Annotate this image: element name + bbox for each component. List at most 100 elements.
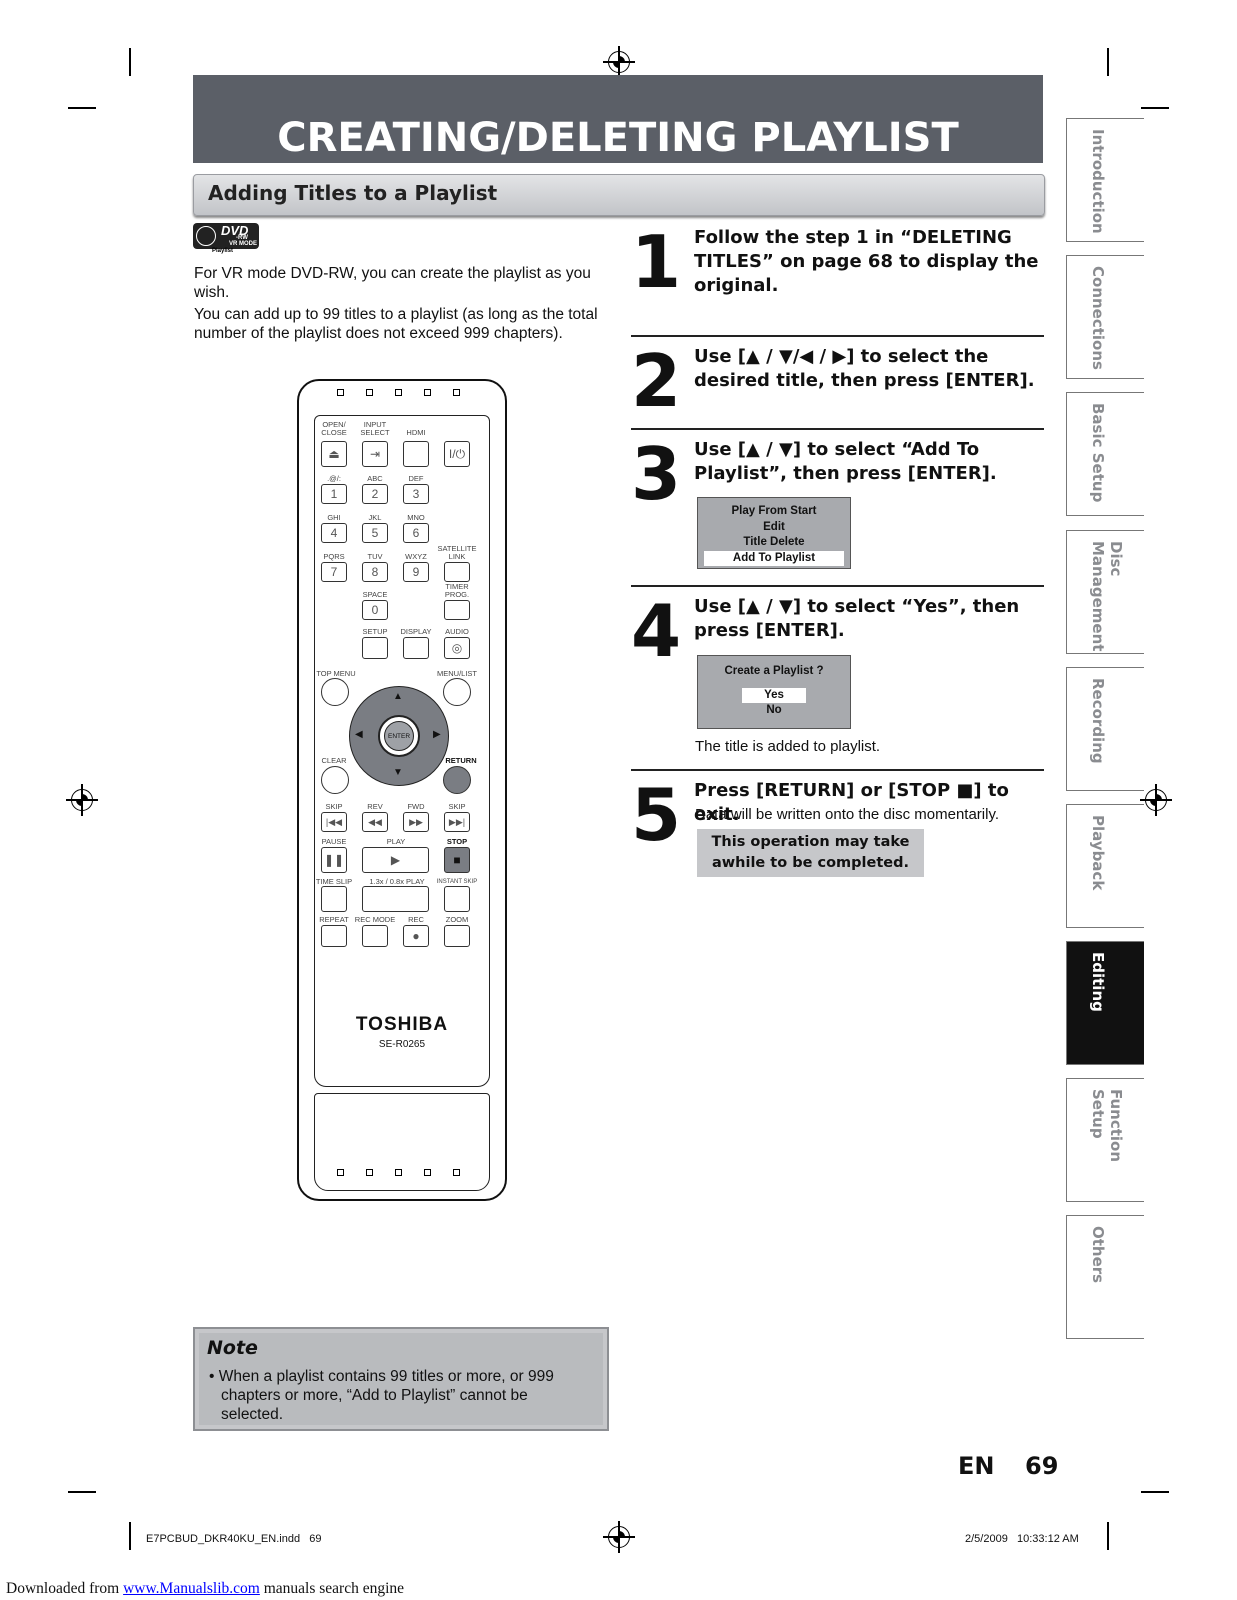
tab-basic-setup[interactable]: Basic Setup: [1066, 392, 1144, 516]
time-slip-button: [321, 886, 347, 912]
note-box: Note • When a playlist contains 99 title…: [193, 1327, 609, 1431]
remote-label: SATELLITE LINK: [437, 544, 477, 561]
digit-button: 9: [403, 562, 429, 582]
remote-label: 1.3x / 0.8x PLAY: [369, 877, 425, 886]
step-divider: [631, 428, 1044, 430]
arrow-left-icon: ◀: [355, 729, 363, 740]
step-divider: [631, 769, 1044, 771]
instant-skip-button: [444, 886, 470, 912]
tab-disc-management[interactable]: Disc Management: [1066, 530, 1144, 654]
tab-playback[interactable]: Playback: [1066, 804, 1144, 928]
arrow-down-icon: ▼: [393, 767, 403, 778]
rec-mode-button: [362, 925, 388, 947]
tab-function-setup[interactable]: Function Setup: [1066, 1078, 1144, 1202]
ir-window: [424, 389, 431, 396]
create-playlist-dialog: Create a Playlist ? Yes No: [697, 655, 851, 729]
tab-editing[interactable]: Editing: [1066, 941, 1144, 1065]
file-info: E7PCBUD_DKR40KU_EN.indd 69: [146, 1533, 322, 1545]
digit-button: 0: [362, 600, 388, 620]
ir-window: [395, 1169, 402, 1176]
display-button: [403, 637, 429, 659]
remote-label: WXYZ: [405, 552, 427, 561]
remote-label: REV: [367, 802, 383, 811]
crop-mark: [1107, 1522, 1109, 1550]
digit-button: 1: [321, 484, 347, 504]
setup-button: [362, 637, 388, 659]
remote-label: SPACE: [362, 590, 388, 599]
remote-label: INPUT SELECT: [360, 420, 390, 437]
remote-control-illustration: OPEN/ CLOSE INPUT SELECT HDMI ⏏ ⇥ I/⏻ .@…: [297, 379, 507, 1201]
digit-button: 2: [362, 484, 388, 504]
download-prefix: Downloaded from: [6, 1580, 124, 1597]
remote-label: HDMI: [406, 428, 426, 437]
remote-label: TIMER PROG.: [444, 582, 470, 599]
ir-window: [453, 1169, 460, 1176]
tab-connections[interactable]: Connections: [1066, 255, 1144, 379]
step-text: Use [▲ / ▼] to select “Yes”, then press …: [694, 596, 1020, 641]
step-text: Use [▲ / ▼/◀ / ▶] to select the desired …: [694, 346, 1035, 391]
top-menu-button: [321, 678, 349, 706]
skip-back-icon: |◀◀: [321, 812, 347, 832]
zoom-button: [444, 925, 470, 947]
audio-icon: ◎: [444, 637, 470, 659]
badge-vr-mode-text: VR MODE: [229, 241, 258, 247]
remote-label: TUV: [367, 552, 383, 561]
arrow-up-icon: ▲: [393, 691, 403, 702]
play-speed-button: [362, 886, 429, 912]
badge-rw-text: -RW: [236, 235, 248, 241]
step-number: 4: [631, 589, 682, 673]
satellite-link-button: [444, 562, 470, 582]
remote-label: RETURN: [445, 756, 477, 765]
remote-label: SETUP: [362, 627, 388, 636]
step-number: 1: [631, 220, 682, 304]
menu-item: Title Delete: [743, 536, 805, 548]
menu-item: Edit: [763, 520, 785, 533]
remote-label: FWD: [407, 802, 425, 811]
digit-button: 4: [321, 523, 347, 543]
record-icon: ●: [403, 925, 429, 947]
remote-label: CLEAR: [321, 756, 347, 765]
crop-mark: [129, 48, 131, 76]
remote-label: DEF: [408, 474, 424, 483]
crop-mark: [129, 1522, 131, 1550]
tab-introduction[interactable]: Introduction: [1066, 118, 1144, 242]
remote-label: REC MODE: [354, 915, 396, 924]
tab-others[interactable]: Others: [1066, 1215, 1144, 1339]
tab-recording[interactable]: Recording: [1066, 667, 1144, 791]
disc-icon: [196, 226, 216, 246]
download-suffix: manuals search engine: [259, 1580, 405, 1597]
repeat-button: [321, 925, 347, 947]
registration-mark-icon: [603, 46, 635, 78]
arrow-right-icon: ▶: [433, 729, 441, 740]
direction-pad: ▲ ▼ ◀ ▶ ENTER: [349, 686, 449, 786]
digit-button: 3: [403, 484, 429, 504]
step-number: 3: [631, 432, 682, 516]
ir-window: [424, 1169, 431, 1176]
section-header: Adding Titles to a Playlist: [193, 174, 1045, 216]
tip-line: awhile to be completed.: [711, 855, 910, 871]
step-divider: [631, 585, 1044, 587]
tab-label: Others: [1089, 1226, 1107, 1284]
eject-button: ⏏: [321, 441, 347, 467]
step-divider: [631, 335, 1044, 337]
remote-label: INSTANT SKIP: [436, 879, 478, 885]
registration-mark-icon: [603, 1521, 635, 1553]
playlist-menu-screen: Play From Start Edit Title Delete Add To…: [697, 497, 851, 569]
language-code: EN: [958, 1452, 995, 1480]
play-icon: ▶: [362, 847, 429, 873]
remote-label: REC: [408, 915, 424, 924]
menu-list-button: [443, 678, 471, 706]
ir-window: [337, 389, 344, 396]
crop-mark: [1141, 107, 1169, 109]
tab-label: Basic Setup: [1089, 403, 1107, 503]
title-banner: CREATING/DELETING PLAYLIST: [193, 75, 1043, 163]
dialog-prompt: Create a Playlist ?: [724, 665, 824, 677]
intro-paragraph: You can add up to 99 titles to a playlis…: [194, 306, 598, 342]
skip-forward-icon: ▶▶|: [444, 812, 470, 832]
step-number: 5: [631, 773, 682, 857]
remote-label: ABC: [367, 474, 383, 483]
manualslib-link[interactable]: www.Manualslib.com: [123, 1580, 260, 1597]
download-credit: Downloaded from www.Manualslib.com manua…: [6, 1580, 404, 1598]
remote-label: DISPLAY: [400, 627, 432, 636]
page-number: 69: [1025, 1452, 1059, 1480]
